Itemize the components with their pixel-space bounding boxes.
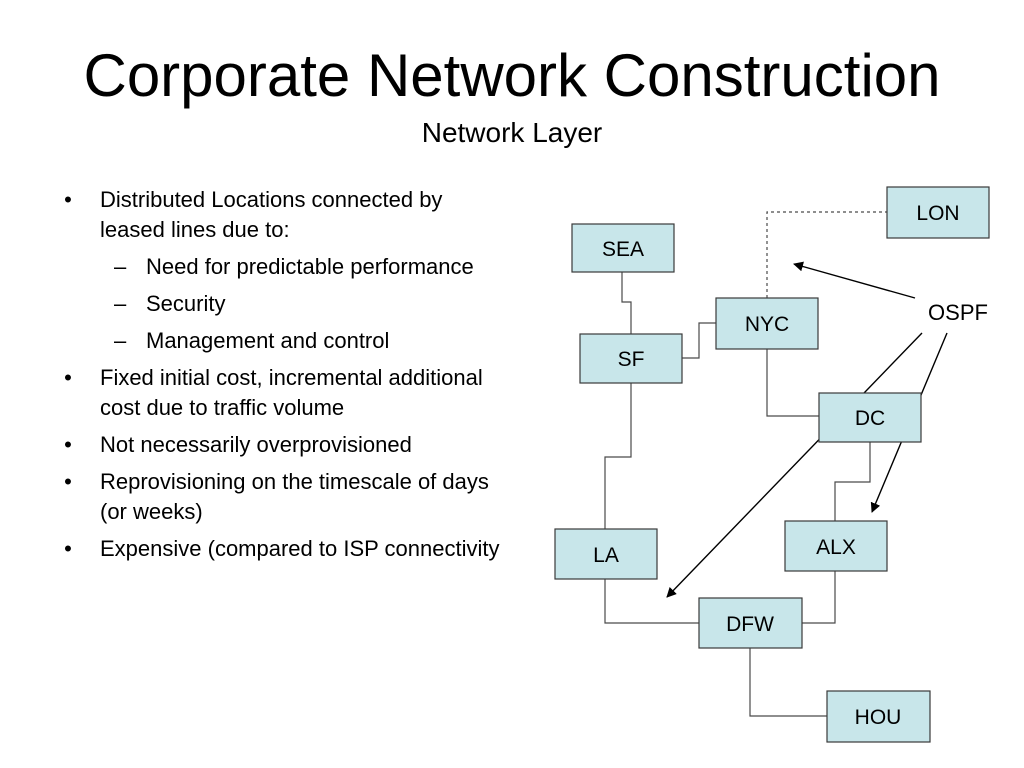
link-sea-sf	[621, 272, 632, 334]
bullet-marker: •	[64, 365, 72, 390]
bullet-text: Expensive (compared to ISP connectivity	[100, 536, 500, 561]
node-label-dc: DC	[855, 407, 885, 430]
node-dc: DC	[818, 392, 922, 443]
slide-subtitle: Network Layer	[421, 117, 603, 148]
node-label-la: LA	[593, 544, 619, 567]
node-label-hou: HOU	[855, 706, 902, 729]
slide-title: Corporate Network Construction	[83, 42, 941, 109]
node-label-lon: LON	[916, 202, 959, 225]
node-nyc: NYC	[715, 297, 819, 350]
dash-marker: –	[114, 254, 127, 279]
node-label-sea: SEA	[602, 238, 644, 261]
link-dfw-hou	[749, 648, 827, 717]
bullet-marker: •	[64, 469, 72, 494]
ospf-arrow-to-nyc-lon-link	[793, 261, 916, 299]
node-label-sf: SF	[618, 348, 645, 371]
bullet-marker: •	[64, 536, 72, 561]
ospf-arrow-to-dfw	[666, 332, 923, 598]
sub-bullet-text: Security	[146, 291, 226, 316]
dash-marker: –	[114, 291, 127, 316]
link-la-dfw	[604, 579, 699, 624]
bullet-item: • Reprovisioning on the timescale of days…	[58, 467, 508, 527]
bullet-item: • Not necessarily overprovisioned	[58, 430, 508, 460]
bullet-list: • Distributed Locations connected by leas…	[58, 185, 508, 571]
dash-marker: –	[114, 328, 127, 353]
node-label-alx: ALX	[816, 536, 856, 559]
node-sea: SEA	[571, 223, 675, 273]
bullet-marker: •	[64, 187, 72, 212]
link-nyc-lon	[766, 211, 887, 298]
node-alx: ALX	[784, 520, 888, 572]
sub-bullet-item: –Management and control	[58, 326, 508, 356]
node-la: LA	[554, 528, 658, 580]
node-lon: LON	[886, 186, 990, 239]
links	[604, 211, 887, 717]
bullet-text: Fixed initial cost, incremental addition…	[100, 365, 483, 420]
sub-bullet-text: Management and control	[146, 328, 390, 353]
link-dc-alx	[834, 442, 871, 521]
node-label-dfw: DFW	[726, 613, 774, 636]
bullet-item: • Expensive (compared to ISP connectivity	[58, 534, 508, 564]
node-sf: SF	[579, 333, 683, 384]
node-dfw: DFW	[698, 597, 803, 649]
link-sf-nyc	[682, 322, 716, 359]
node-hou: HOU	[826, 690, 931, 743]
sub-bullet-text: Need for predictable performance	[146, 254, 474, 279]
sub-bullet-item: –Security	[58, 289, 508, 319]
bullet-text: Not necessarily overprovisioned	[100, 432, 412, 457]
link-nyc-dc	[766, 349, 819, 417]
link-sf-la	[604, 383, 632, 529]
sub-bullet-item: –Need for predictable performance	[58, 252, 508, 282]
link-alx-dfw	[802, 571, 836, 624]
bullet-marker: •	[64, 432, 72, 457]
bullet-text: Distributed Locations connected by lease…	[100, 187, 443, 242]
bullet-item: • Fixed initial cost, incremental additio…	[58, 363, 508, 423]
node-label-nyc: NYC	[745, 313, 789, 336]
bullet-item: • Distributed Locations connected by leas…	[58, 185, 508, 245]
ospf-label: OSPF	[928, 300, 988, 325]
bullet-text: Reprovisioning on the timescale of days …	[100, 469, 489, 524]
